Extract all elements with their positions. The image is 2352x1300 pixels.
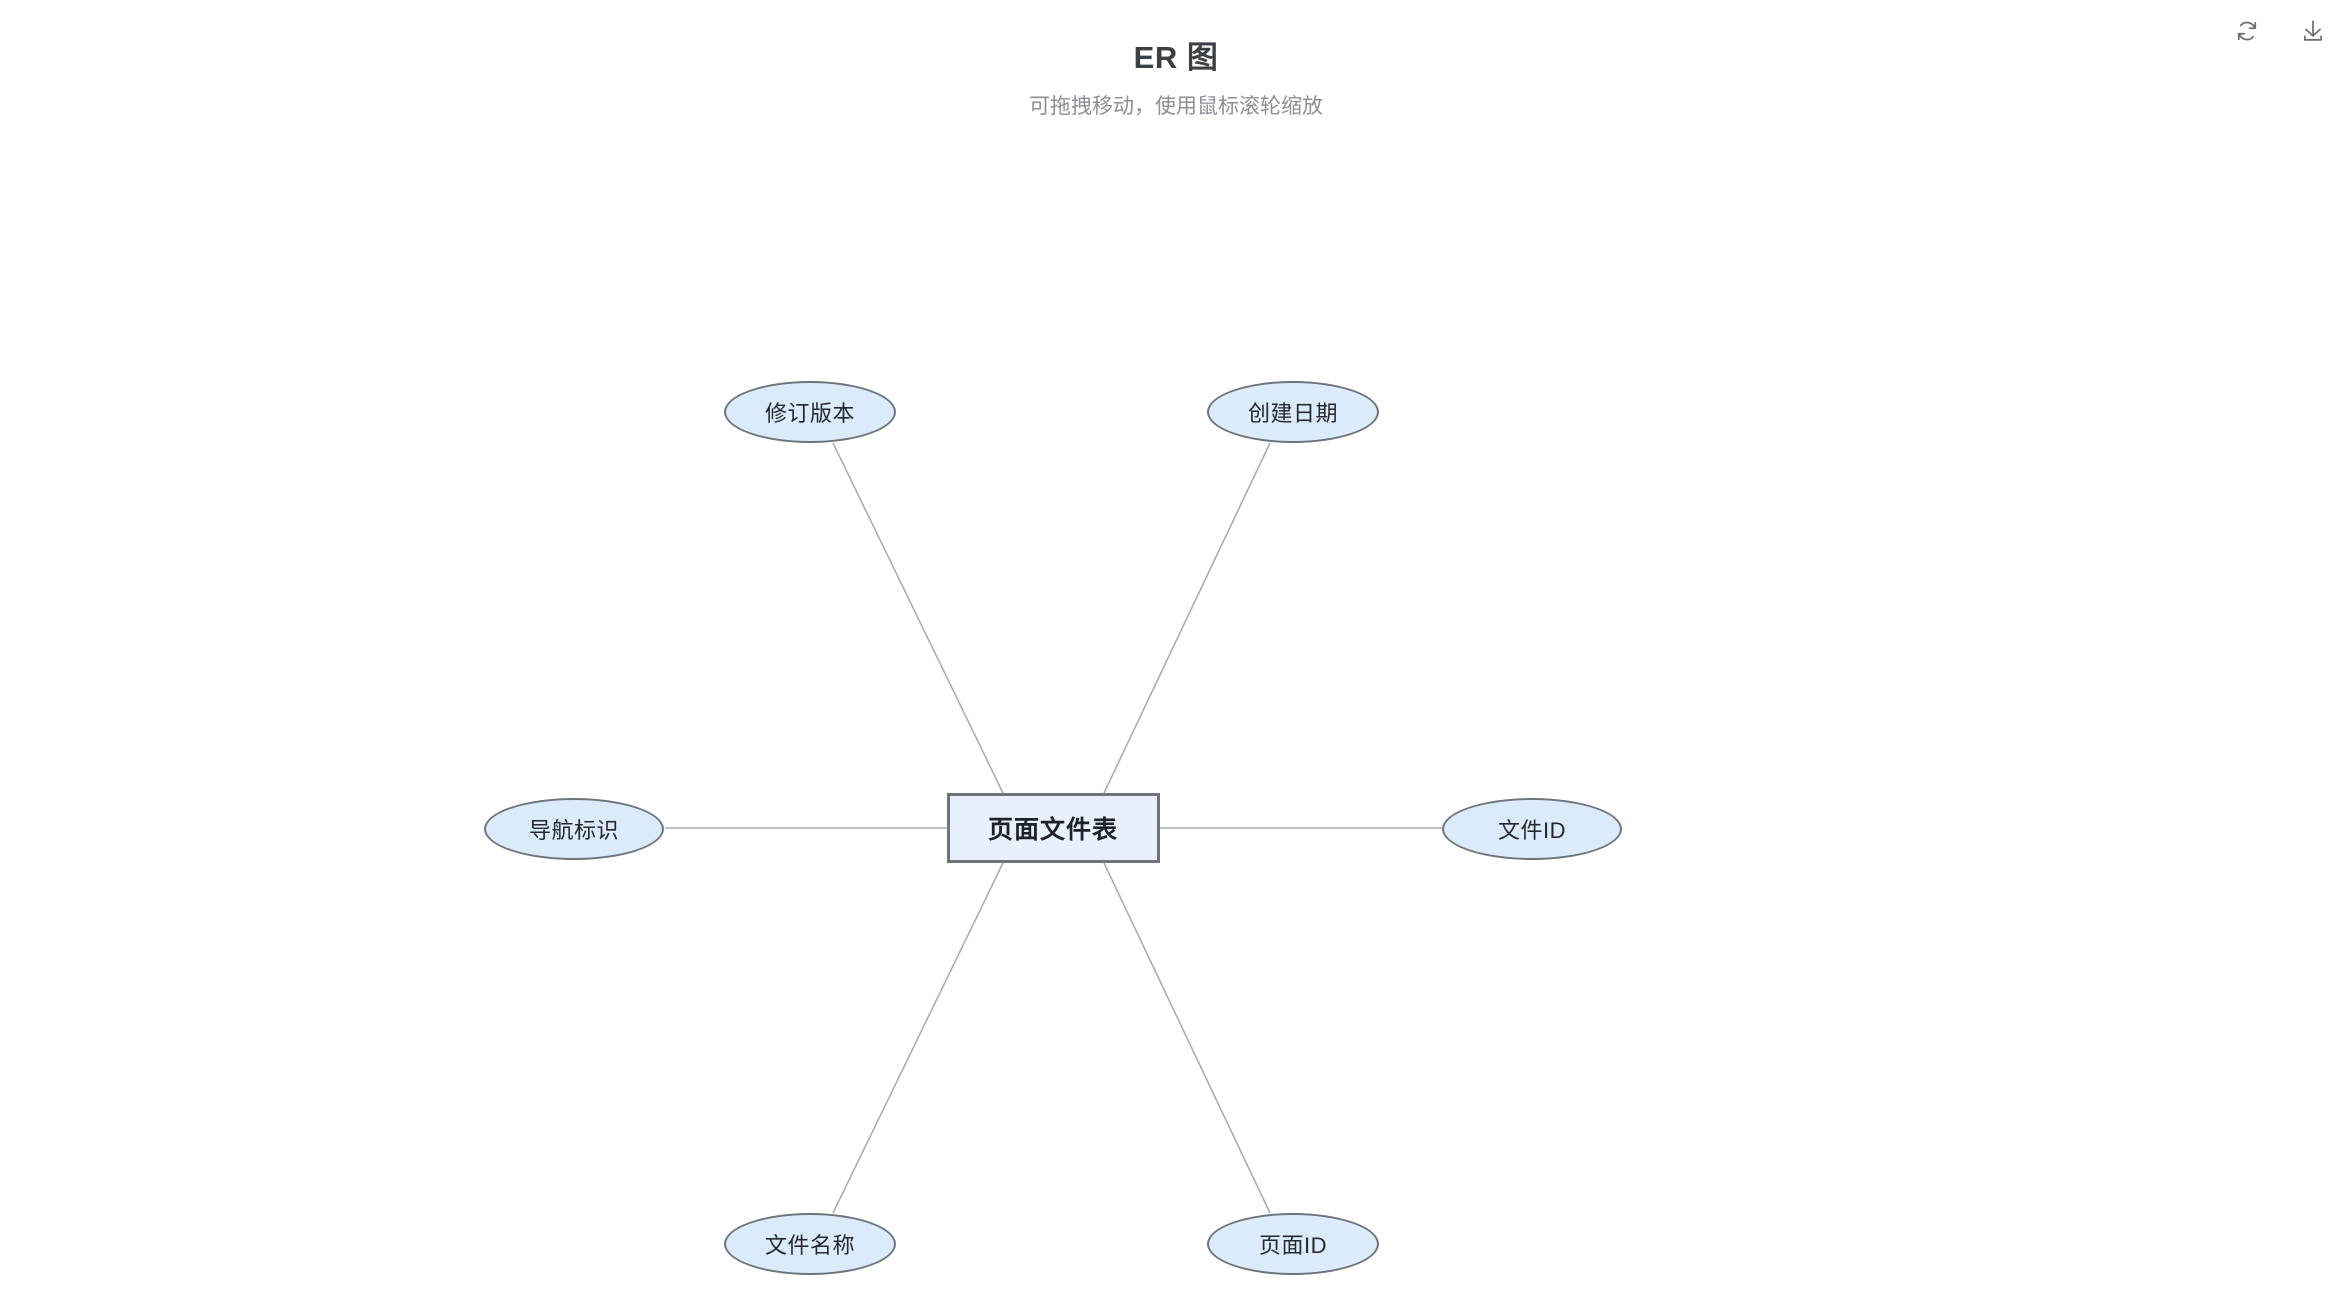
attribute-node-label: 文件ID — [1497, 818, 1566, 843]
entity-node-label: 页面文件表 — [987, 816, 1118, 844]
attribute-node-created-at[interactable]: 创建日期 — [1207, 381, 1379, 443]
refresh-icon — [2234, 18, 2260, 44]
entity-node-page-file-table[interactable]: 页面文件表 — [946, 793, 1160, 863]
attribute-node-label: 页面ID — [1258, 1233, 1327, 1258]
attribute-node-label: 修订版本 — [764, 401, 855, 426]
edge-connector — [832, 862, 1004, 1214]
refresh-button[interactable] — [2230, 14, 2264, 48]
attribute-node-label: 导航标识 — [528, 818, 619, 843]
edge-connector — [1103, 442, 1271, 794]
download-button[interactable] — [2296, 14, 2330, 48]
edge-connector — [1103, 862, 1271, 1214]
download-icon — [2300, 18, 2326, 44]
attribute-node-label: 创建日期 — [1247, 401, 1338, 426]
attribute-node-file-id[interactable]: 文件ID — [1442, 798, 1622, 860]
attribute-node-revision[interactable]: 修订版本 — [724, 381, 896, 443]
edge-connector — [832, 442, 1004, 794]
attribute-node-file-name[interactable]: 文件名称 — [724, 1213, 896, 1275]
diagram-toolbar — [2230, 14, 2330, 48]
attribute-node-label: 文件名称 — [764, 1233, 855, 1258]
attribute-node-page-id[interactable]: 页面ID — [1207, 1213, 1379, 1275]
attribute-node-nav-flag[interactable]: 导航标识 — [484, 798, 664, 860]
